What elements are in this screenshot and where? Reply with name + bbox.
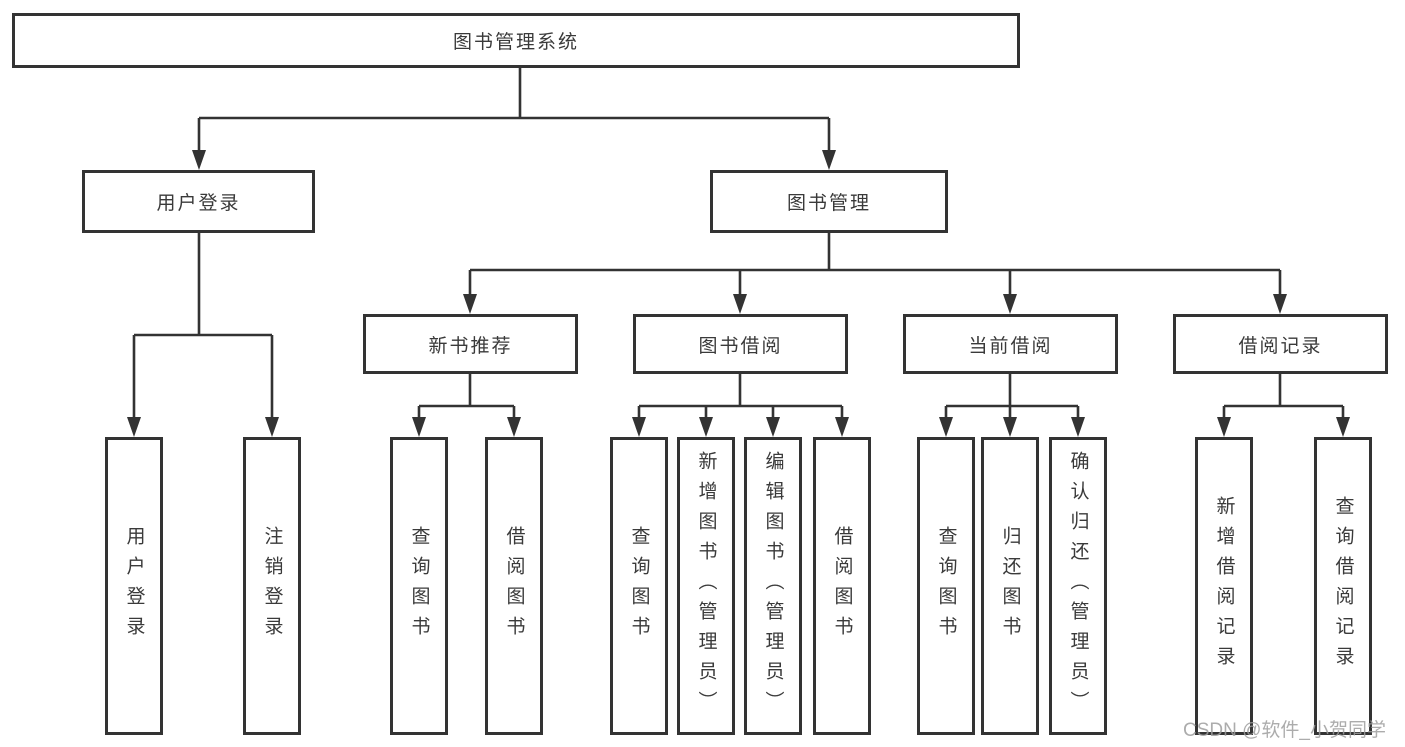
node-library-system: 图书管理系统 [12, 13, 1020, 68]
leaf-label: 编辑图书（管理员） [762, 451, 784, 721]
arrowhead [127, 417, 141, 437]
leaf-borrow-books: 借阅图书 [485, 437, 543, 735]
leaf-query-books: 查询图书 [390, 437, 448, 735]
leaf-label: 查询图书 [408, 526, 430, 646]
leaf-label: 归还图书 [999, 526, 1021, 646]
arrowhead [192, 150, 206, 170]
edge-new-branch [417, 374, 516, 419]
leaf-label: 确认归还（管理员） [1067, 451, 1089, 721]
arrowhead [733, 294, 747, 314]
arrowhead [265, 417, 279, 437]
edge-record-branch [1222, 374, 1345, 419]
leaf-edit-books-admin: 编辑图书（管理员） [744, 437, 802, 735]
node-book-borrowing: 图书借阅 [633, 314, 848, 374]
leaf-query-books: 查询图书 [917, 437, 975, 735]
arrowhead [699, 417, 713, 437]
edge-current-branch [944, 374, 1080, 419]
leaf-logout: 注销登录 [243, 437, 301, 735]
arrowhead [1071, 417, 1085, 437]
leaf-query-books: 查询图书 [610, 437, 668, 735]
arrowheads [127, 150, 1350, 437]
node-user-login: 用户登录 [82, 170, 315, 233]
arrowhead [822, 150, 836, 170]
csdn-watermark: CSDN @软件_小贺同学 [1183, 720, 1386, 741]
leaf-label: 新增图书（管理员） [695, 451, 717, 721]
leaf-confirm-return-admin: 确认归还（管理员） [1049, 437, 1107, 735]
edge-borrow-branch [637, 374, 844, 419]
arrowhead [835, 417, 849, 437]
arrowhead [507, 417, 521, 437]
arrowhead [463, 294, 477, 314]
leaf-label: 借阅图书 [831, 526, 853, 646]
arrowhead [412, 417, 426, 437]
leaf-label: 查询借阅记录 [1332, 496, 1354, 676]
arrowhead [1003, 417, 1017, 437]
arrowhead [1217, 417, 1231, 437]
arrowhead [766, 417, 780, 437]
leaf-label: 用户登录 [123, 526, 145, 646]
leaf-user-login: 用户登录 [105, 437, 163, 735]
node-book-management: 图书管理 [710, 170, 948, 233]
leaf-label: 查询图书 [628, 526, 650, 646]
leaf-query-borrow-record: 查询借阅记录 [1314, 437, 1372, 735]
leaf-return-books: 归还图书 [981, 437, 1039, 735]
leaf-label: 查询图书 [935, 526, 957, 646]
node-borrowing-records: 借阅记录 [1173, 314, 1388, 374]
leaf-label: 新增借阅记录 [1213, 496, 1235, 676]
node-current-borrowing: 当前借阅 [903, 314, 1118, 374]
arrowhead [1273, 294, 1287, 314]
leaf-add-books-admin: 新增图书（管理员） [677, 437, 735, 735]
edge-manage-branch [468, 233, 1282, 296]
arrowhead [939, 417, 953, 437]
arrowhead [632, 417, 646, 437]
leaf-label: 借阅图书 [503, 526, 525, 646]
arrowhead [1003, 294, 1017, 314]
node-new-book-recommendation: 新书推荐 [363, 314, 578, 374]
leaf-add-borrow-record: 新增借阅记录 [1195, 437, 1253, 735]
arrowhead [1336, 417, 1350, 437]
edge-root-branch [197, 68, 831, 152]
leaf-label: 注销登录 [261, 526, 283, 646]
leaf-borrow-books: 借阅图书 [813, 437, 871, 735]
edge-login-branch [132, 233, 274, 419]
